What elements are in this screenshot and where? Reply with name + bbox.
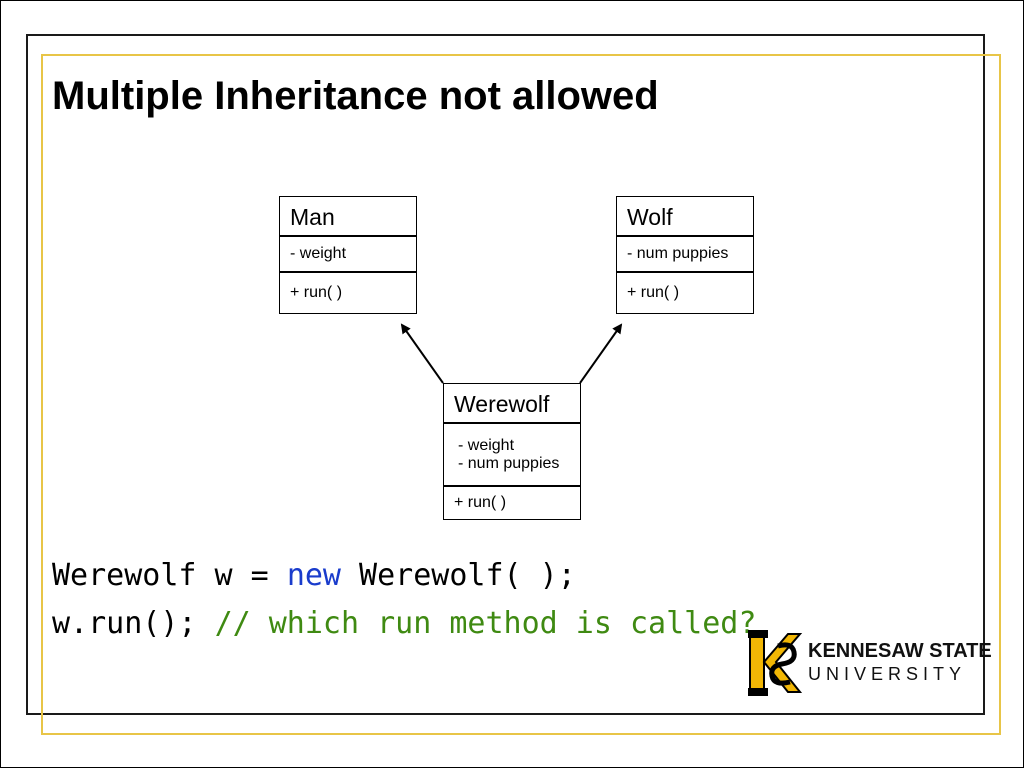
operation-run: + run( ): [454, 494, 507, 511]
class-operations-werewolf: + run( ): [444, 487, 580, 519]
logo-text-university: UNIVERSITY: [808, 664, 967, 684]
uml-class-man: Man - weight + run( ): [279, 196, 417, 314]
attribute-weight: - weight: [458, 436, 515, 454]
uml-class-werewolf: Werewolf - weight - num puppies + run( ): [443, 383, 581, 520]
logo-text-kennesaw-state: KENNESAW STATE: [808, 640, 992, 662]
code-line-1: Werewolf w = new Werewolf( );: [52, 558, 576, 593]
class-attributes-wolf: - num puppies: [617, 237, 753, 273]
operation-run: + run( ): [627, 284, 680, 301]
code-keyword-new: new: [286, 558, 341, 593]
ks-monogram-icon: [748, 630, 803, 696]
class-name-werewolf: Werewolf: [444, 384, 580, 424]
class-attributes-werewolf: - weight - num puppies: [444, 424, 580, 487]
operation-run: + run( ): [290, 284, 343, 301]
code-line-2: w.run(); // which run method is called?: [52, 606, 756, 641]
slide-title: Multiple Inheritance not allowed: [52, 74, 659, 118]
code-text: Werewolf( );: [341, 558, 576, 593]
code-text: Werewolf w =: [52, 558, 287, 593]
uml-class-wolf: Wolf - num puppies + run( ): [616, 196, 754, 314]
class-attributes-man: - weight: [280, 237, 416, 273]
class-name-man: Man: [280, 197, 416, 237]
slide-inner-border: [26, 34, 985, 715]
slide-gold-border: [41, 54, 1001, 735]
class-name-wolf: Wolf: [617, 197, 753, 237]
attribute-weight: - weight: [290, 245, 347, 262]
code-comment: // which run method is called?: [214, 606, 757, 641]
attribute-num-puppies: - num puppies: [458, 454, 560, 472]
kennesaw-state-logo: KENNESAW STATE UNIVERSITY: [748, 628, 992, 698]
attribute-num-puppies: - num puppies: [627, 245, 729, 262]
class-operations-man: + run( ): [280, 273, 416, 313]
code-text: w.run();: [52, 606, 215, 641]
class-operations-wolf: + run( ): [617, 273, 753, 313]
